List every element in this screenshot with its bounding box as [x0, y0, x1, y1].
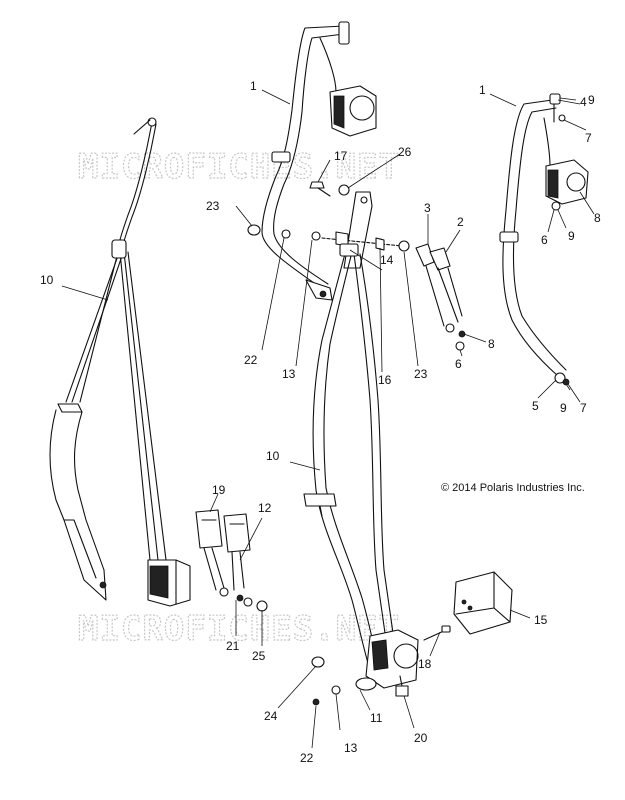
callout-8: 8	[594, 211, 601, 225]
callout-7: 7	[580, 401, 587, 415]
callout-18: 18	[418, 657, 432, 671]
watermark-bottom: MICROFICHES.NET	[78, 609, 400, 649]
callout-26: 26	[398, 145, 412, 159]
callout-10: 10	[266, 449, 280, 463]
callout-11: 11	[370, 711, 383, 725]
callout-13: 13	[344, 741, 358, 755]
callout-14: 14	[380, 253, 394, 267]
callout-9: 9	[568, 229, 575, 243]
bottom-hardware	[311, 656, 409, 706]
callout-25: 25	[252, 649, 266, 663]
copyright-notice: © 2014 Polaris Industries Inc.	[441, 482, 585, 494]
callout-23: 23	[414, 367, 428, 381]
callout-9: 9	[588, 93, 595, 107]
callout-6: 6	[541, 233, 548, 247]
buckle-assembly-19-12	[195, 509, 268, 612]
callout-12: 12	[258, 501, 272, 515]
center-seat-belt-assembly	[303, 243, 419, 691]
callout-5: 5	[532, 399, 539, 413]
callout-1: 1	[479, 83, 486, 97]
callout-24: 24	[264, 709, 278, 723]
bolt-18	[423, 625, 451, 641]
watermark-top: MICROFICHES.NET	[78, 147, 400, 187]
callout-1: 1	[250, 79, 257, 93]
left-seat-belt-assembly	[49, 117, 191, 607]
right-shoulder-belt	[499, 93, 589, 386]
callout-4: 4	[580, 95, 587, 109]
callout-19: 19	[212, 483, 226, 497]
center-shoulder-belt	[261, 21, 377, 301]
callout-10: 10	[40, 273, 54, 287]
leader-lines	[61, 89, 595, 749]
callout-3: 3	[424, 201, 431, 215]
retractor-cover-15	[453, 571, 513, 635]
callout-21: 21	[226, 639, 240, 653]
callout-22: 22	[244, 353, 258, 367]
callout-23: 23	[206, 199, 220, 213]
callouts: 1 1 2 3 4 5 6 6 7 7 8 8 9 9 9 10 10 11 1…	[40, 79, 601, 765]
bolt-17	[309, 181, 331, 197]
callout-22: 22	[300, 751, 314, 765]
callout-13: 13	[282, 367, 296, 381]
callout-17: 17	[334, 149, 348, 163]
callout-6: 6	[455, 357, 462, 371]
callout-9: 9	[560, 401, 567, 415]
callout-8: 8	[488, 337, 495, 351]
buckle-pair-2-3	[415, 243, 466, 351]
callout-16: 16	[378, 373, 392, 387]
hardware-row	[247, 224, 410, 252]
callout-20: 20	[414, 731, 428, 745]
callout-7: 7	[585, 131, 592, 145]
callout-15: 15	[534, 613, 548, 627]
callout-2: 2	[457, 215, 464, 229]
